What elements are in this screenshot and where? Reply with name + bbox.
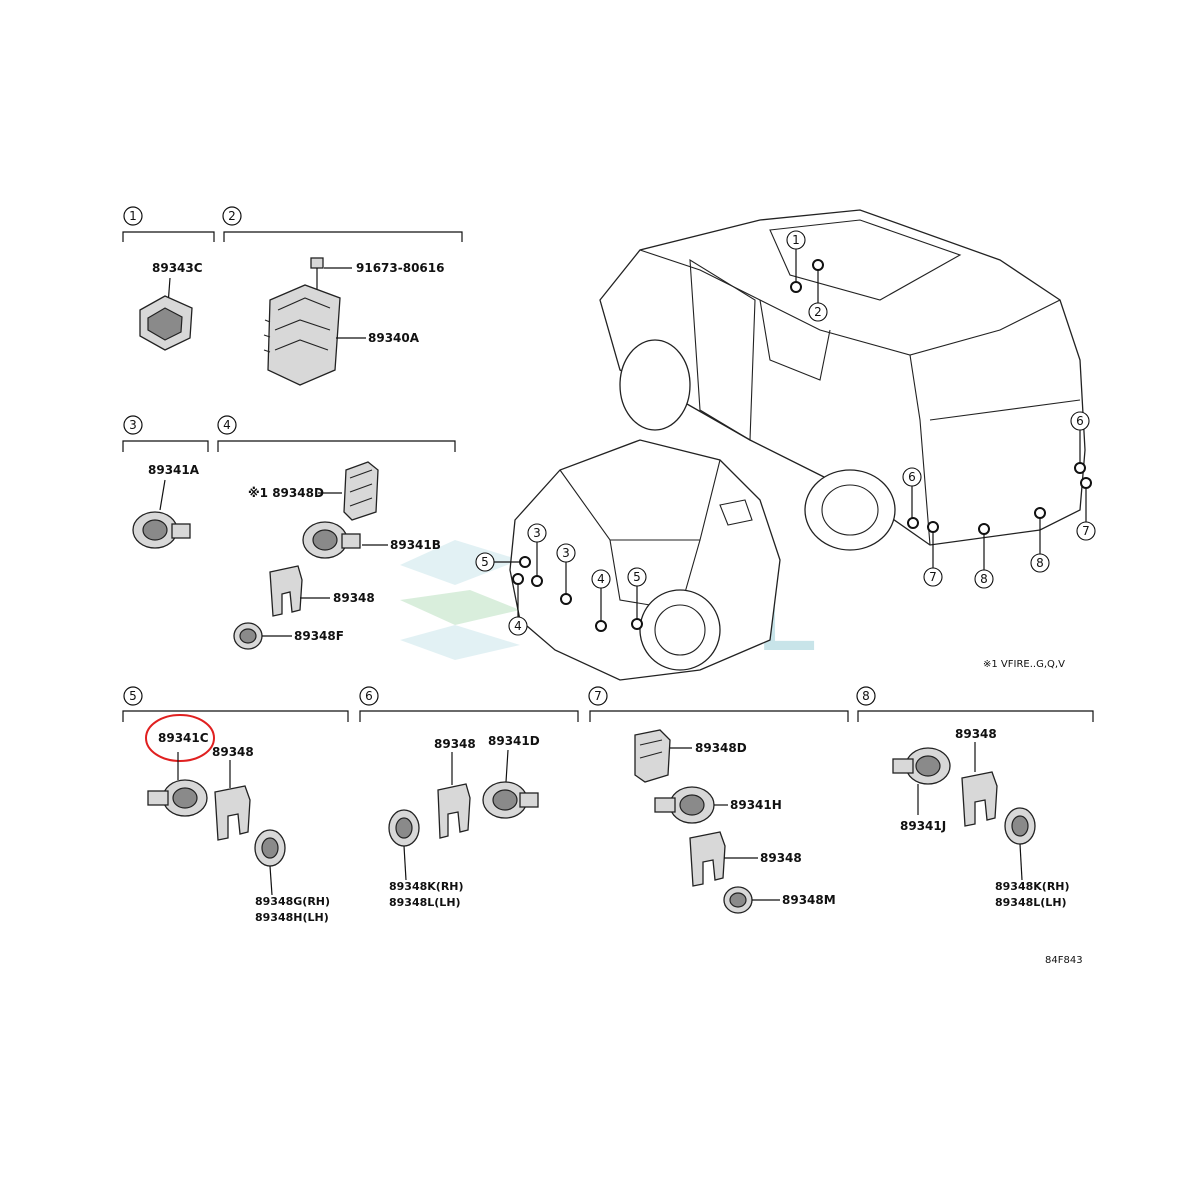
part-label: 89348K(RH) <box>389 880 464 893</box>
blind-spot-sensor-part <box>139 295 193 351</box>
callout-number: 5 <box>481 555 489 569</box>
highlight-circle <box>145 714 215 762</box>
callout-number: 3 <box>562 546 570 560</box>
sensor-bezel-part <box>254 829 286 867</box>
callout-number: 4 <box>597 572 605 586</box>
sensor-bracket-part <box>269 565 303 617</box>
section-8: 8 89348 89341J 89348K(RH) 89348L(LH) <box>856 686 1094 909</box>
part-label: 89348L(LH) <box>389 896 461 909</box>
callout-number: 7 <box>929 570 937 584</box>
section-3: 3 89341A <box>122 415 209 549</box>
part-label: 89348 <box>760 851 802 865</box>
parking-sensor-part <box>482 781 539 819</box>
part-label: 89340A <box>368 331 420 345</box>
parking-sensor-part <box>892 747 951 785</box>
callout-number: 5 <box>633 570 641 584</box>
bolt-part <box>310 257 324 290</box>
callout-number: 2 <box>814 305 822 319</box>
part-label: 89348M <box>782 893 836 907</box>
section-4: 4 ※1 89348D 89341B 89348 89348F <box>217 415 456 650</box>
section-number: 2 <box>228 209 236 223</box>
sensor-retainer-part <box>343 461 379 521</box>
part-label: 89341D <box>488 734 540 748</box>
part-label: 89348G(RH) <box>255 895 330 908</box>
part-label: 89348K(RH) <box>995 880 1070 893</box>
part-label: 89348 <box>212 745 254 759</box>
callout-number: 6 <box>1076 414 1084 428</box>
parking-sensor-part <box>147 779 208 817</box>
sensor-bracket-part <box>214 785 251 841</box>
part-label: 89348F <box>294 629 344 643</box>
vehicle-callouts: 1 2 3 3 4 4 5 5 <box>475 230 1096 636</box>
parking-sensor-part <box>302 521 361 559</box>
callout-number: 6 <box>908 470 916 484</box>
part-label: 89341A <box>148 463 200 477</box>
part-label: 89348 <box>333 591 375 605</box>
callout-number: 8 <box>1036 556 1044 570</box>
callout-number: 3 <box>533 526 541 540</box>
control-module-part <box>263 284 341 386</box>
part-label: 91673-80616 <box>356 261 444 275</box>
section-number: 7 <box>594 689 602 703</box>
part-label: 89341J <box>900 819 946 833</box>
section-number: 5 <box>129 689 137 703</box>
part-label: 89348 <box>955 727 997 741</box>
part-label: 89348D <box>695 741 747 755</box>
sensor-retainer-part <box>634 729 671 783</box>
callout-number: 4 <box>514 619 522 633</box>
callout-number: 1 <box>792 233 800 247</box>
section-number: 6 <box>365 689 373 703</box>
sensor-bezel-part <box>723 886 753 914</box>
part-label-highlighted: 89341C <box>158 731 209 745</box>
section-2: 2 91673-80616 89340A <box>222 206 463 386</box>
sensor-bezel-part <box>1004 807 1036 845</box>
part-label: 89348 <box>434 737 476 751</box>
sensor-bezel-part <box>388 809 420 847</box>
parking-sensor-part <box>132 511 191 549</box>
part-label: 89348H(LH) <box>255 911 329 924</box>
sensor-bezel-part <box>233 622 263 650</box>
part-label: 89348L(LH) <box>995 896 1067 909</box>
part-label: 89343C <box>152 261 203 275</box>
diagram-code: 84F843 <box>1045 955 1083 966</box>
section-6: 6 89348 89341D 89348K(RH) 89348L(LH) <box>359 686 579 909</box>
part-label: 89341H <box>730 798 782 812</box>
section-number: 4 <box>223 418 231 432</box>
callout-number: 8 <box>980 572 988 586</box>
section-5: 5 89341C 89348 89348G(RH) 89348H(LH) <box>122 686 349 924</box>
sensor-bracket-part <box>689 831 726 887</box>
part-label: 89341B <box>390 538 441 552</box>
watermark-logo-icon <box>400 540 520 585</box>
sensor-bracket-part <box>961 771 998 827</box>
parking-sensor-part <box>654 786 715 824</box>
footnote: ※1 VFIRE..G,Q,V <box>983 659 1065 670</box>
section-number: 1 <box>129 209 137 223</box>
callout-number: 7 <box>1082 524 1090 538</box>
section-7: 7 89348D 89341H 89348 89348M <box>588 686 849 914</box>
vehicle-illustration <box>509 209 1086 681</box>
section-1: 1 89343C <box>122 206 215 351</box>
section-number: 3 <box>129 418 137 432</box>
part-label: ※1 89348D <box>248 486 324 500</box>
sensor-bracket-part <box>437 783 471 839</box>
section-number: 8 <box>862 689 870 703</box>
